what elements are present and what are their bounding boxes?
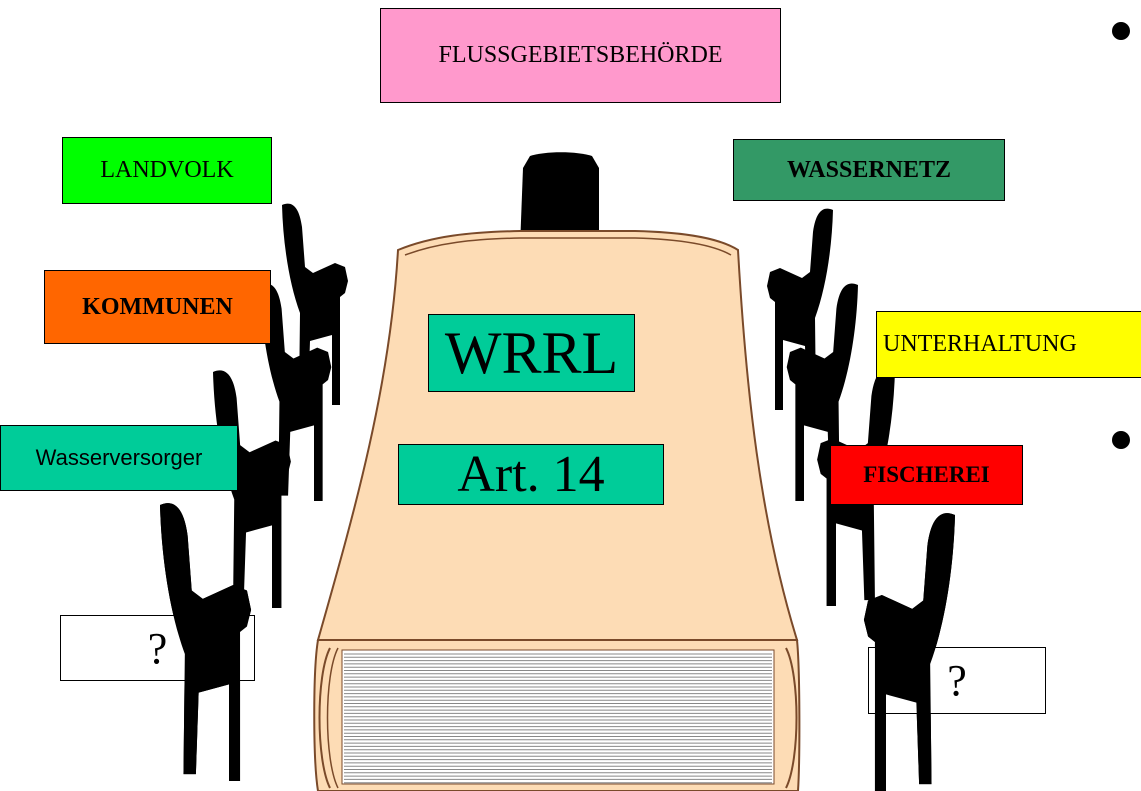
label-kommunen: KOMMUNEN — [44, 270, 271, 344]
label-wassernetz: WASSERNETZ — [733, 139, 1005, 201]
label-unterhaltung: UNTERHALTUNG — [876, 311, 1141, 378]
label-unknown-right: ? — [868, 647, 1046, 714]
bullet-icon — [1112, 431, 1130, 449]
label-flussgebietsbehoerde: FLUSSGEBIETSBEHÖRDE — [380, 8, 781, 103]
label-landvolk: LANDVOLK — [62, 137, 272, 204]
bullet-icon — [1112, 22, 1130, 40]
label-unknown-left: ? — [60, 615, 255, 681]
label-wasserversorger: Wasserversorger — [0, 425, 238, 491]
book-article: Art. 14 — [398, 444, 664, 505]
book-title: WRRL — [428, 314, 635, 392]
chair-icon — [520, 152, 599, 247]
label-fischerei: FISCHEREI — [830, 445, 1023, 505]
